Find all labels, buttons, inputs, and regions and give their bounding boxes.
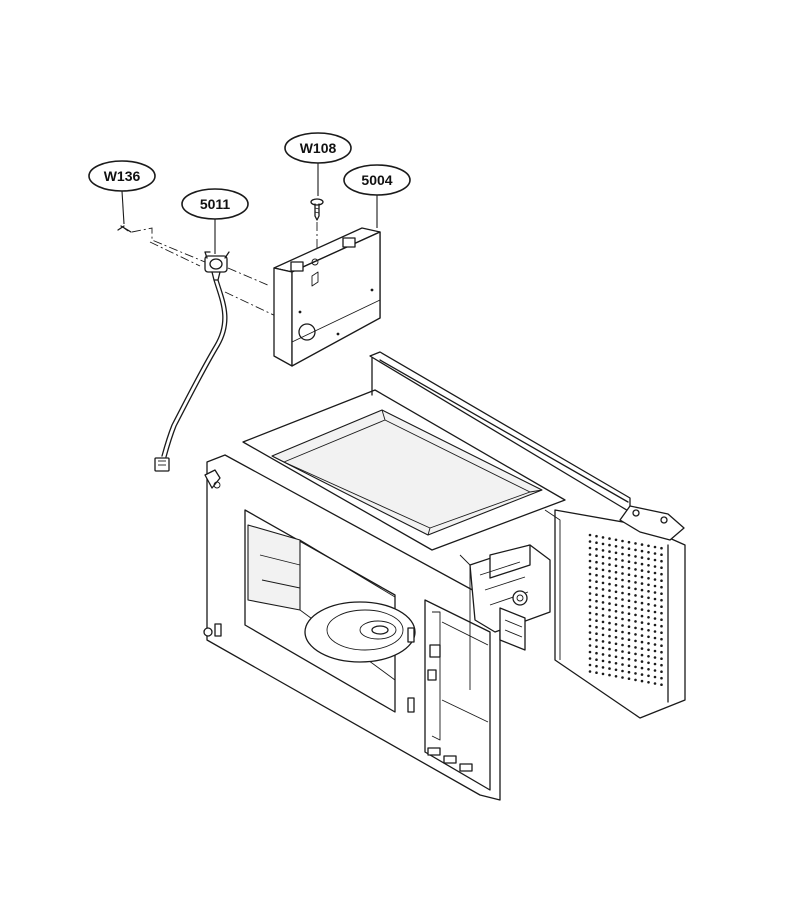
callout-label-w108: W108 bbox=[300, 140, 337, 156]
ventilation-perforations bbox=[588, 533, 663, 686]
callout-label-5004: 5004 bbox=[361, 172, 392, 188]
callout-5011[interactable]: 5011 bbox=[181, 188, 249, 254]
callout-w136[interactable]: W136 bbox=[88, 160, 156, 225]
callout-label-w136: W136 bbox=[104, 168, 141, 184]
callout-w108[interactable]: W108 bbox=[284, 132, 352, 196]
microwave-chassis bbox=[203, 351, 686, 801]
callout-label-5011: 5011 bbox=[200, 196, 231, 212]
callout-5004[interactable]: 5004 bbox=[343, 164, 411, 228]
part-5011-sensor[interactable] bbox=[154, 251, 230, 472]
screw-w136[interactable] bbox=[117, 225, 132, 233]
magnetron bbox=[469, 544, 551, 651]
part-5004-cover[interactable] bbox=[273, 227, 381, 367]
screw-w108[interactable] bbox=[310, 198, 324, 221]
control-panel-slots bbox=[427, 747, 473, 772]
